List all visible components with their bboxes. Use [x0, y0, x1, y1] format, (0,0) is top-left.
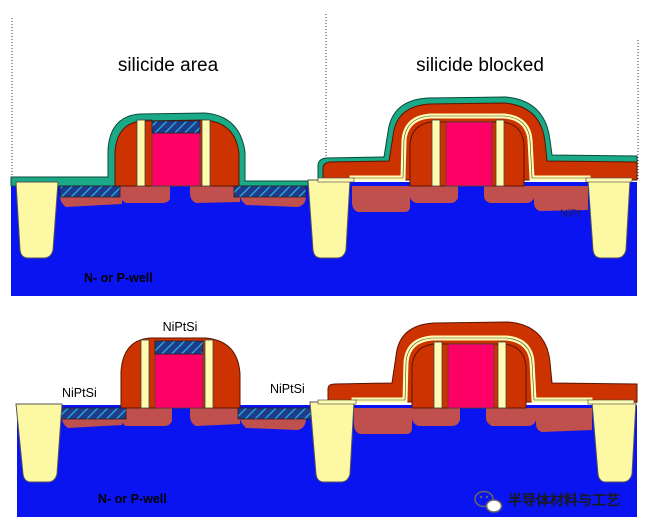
sti-top-2 [307, 179, 351, 259]
sti-bottom-2 [309, 401, 355, 483]
liner-left-a [136, 119, 146, 187]
sd-region-right-2 [410, 186, 458, 203]
gate-silicide-bottom [154, 340, 204, 355]
watermark-text: 半导体材料与工艺 [508, 492, 620, 509]
poly-gate-right [445, 121, 493, 187]
silicide-area-title: silicide area [118, 55, 219, 76]
gate-silicide-left [151, 120, 201, 134]
bottom-panel: NiPtSi NiPtSi NiPtSi N- or P-well [15, 320, 638, 517]
sd-silicide-bottom-a [57, 407, 127, 420]
wechat-icon [474, 490, 503, 513]
silicide-blocked-title: silicide blocked [416, 55, 544, 76]
transistor-blocked-bottom [317, 321, 638, 434]
sd-silicide-left-b [233, 185, 307, 198]
liner-bottom-b [204, 339, 214, 409]
liner-right-a [431, 119, 441, 187]
gate-nipt-si-label: NiPtSi [163, 320, 198, 334]
nipt-label: NiPt [560, 208, 581, 220]
sti-bottom-1 [15, 403, 63, 483]
transistor-silicide-area [10, 112, 309, 207]
sd-region-right-4 [534, 186, 588, 211]
sti-top-3 [587, 179, 631, 259]
well-label-top: N- or P-well [84, 271, 153, 285]
poly-gate-bottom-left [154, 353, 204, 409]
transistor-silicided [57, 337, 313, 430]
liner-right-b [495, 119, 505, 187]
watermark: 半导体材料与工艺 [474, 490, 620, 513]
sd-silicide-bottom-b [237, 407, 313, 420]
sti-bottom-3 [591, 401, 637, 483]
sd-region-left-2 [120, 186, 170, 203]
sti-top-1 [15, 181, 59, 259]
right-sd-nipt-si-label: NiPtSi [270, 382, 305, 396]
transistor-silicide-blocked [317, 96, 638, 212]
poly-gate-left [151, 132, 201, 187]
sd-region-left-3 [190, 186, 240, 203]
sd-silicide-left-a [59, 185, 121, 198]
sd-region-right-1 [352, 186, 410, 212]
liner-left-b [201, 119, 211, 187]
well-label-bottom: N- or P-well [98, 492, 167, 506]
top-panel: silicide area silicide blocked [10, 14, 639, 296]
sd-region-right-3 [484, 186, 534, 203]
left-sd-nipt-si-label: NiPtSi [62, 386, 97, 400]
liner-bottom-a [140, 339, 150, 409]
poly-gate-bottom-right [447, 343, 495, 409]
